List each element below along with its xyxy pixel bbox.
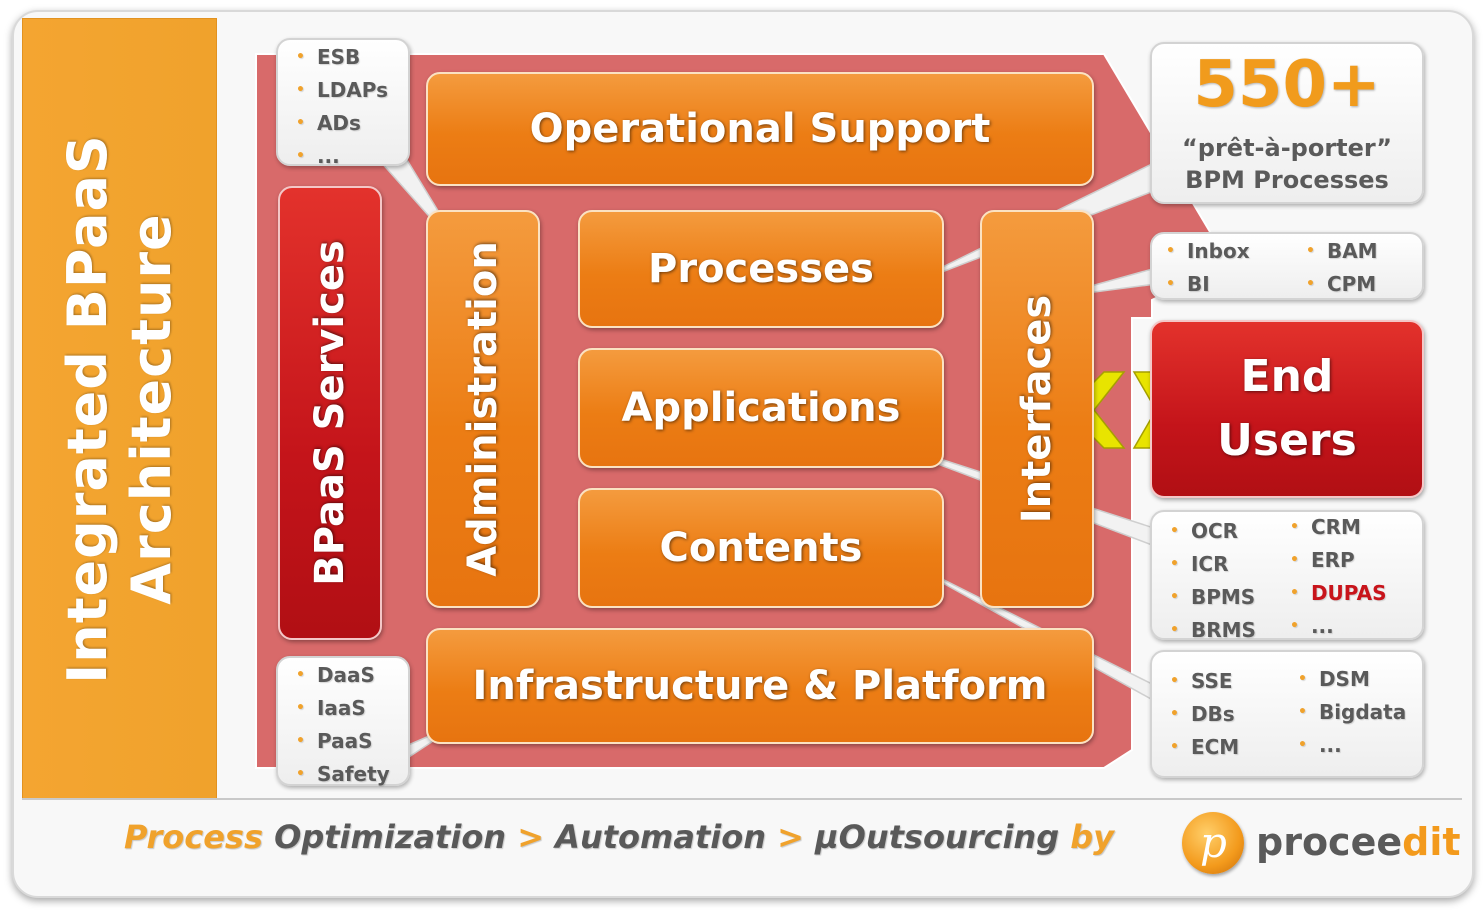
list-item: IaaS bbox=[296, 693, 390, 726]
applications-callout: OCR ICR BPMS BRMS CRM ERP DUPAS ... bbox=[1150, 510, 1424, 642]
logo-glyph: p bbox=[1200, 818, 1227, 867]
list-item: DUPAS bbox=[1290, 578, 1387, 611]
list-item: LDAPs bbox=[296, 75, 388, 108]
list-item: BRMS bbox=[1170, 615, 1256, 648]
list-item: ... bbox=[1298, 730, 1406, 763]
footer-word-by: by bbox=[1070, 818, 1115, 856]
list-item: PaaS bbox=[296, 726, 390, 759]
list-item: ECM bbox=[1170, 732, 1239, 765]
proceedit-logo-text: proceedit bbox=[1256, 820, 1461, 864]
operational-support-label: Operational Support bbox=[529, 106, 991, 152]
list-item: OCR bbox=[1170, 516, 1256, 549]
list-item: SSE bbox=[1170, 666, 1239, 699]
operational-support-block: Operational Support bbox=[426, 72, 1094, 186]
applications-block: Applications bbox=[578, 348, 944, 468]
list-item: BPMS bbox=[1170, 582, 1256, 615]
end-users-label-line1: End bbox=[1240, 351, 1334, 402]
list-item: ADs bbox=[296, 108, 388, 141]
footer-separator: > bbox=[517, 818, 545, 856]
list-item: DaaS bbox=[296, 660, 390, 693]
infra-callout: DaaS IaaS PaaS Safety bbox=[276, 656, 410, 786]
footer-word-outsourcing: µOutsourcing bbox=[815, 818, 1060, 856]
process-count: 550+ bbox=[1193, 48, 1381, 122]
infrastructure-label: Infrastructure & Platform bbox=[472, 663, 1048, 709]
interfaces-block: Interfaces bbox=[980, 210, 1094, 608]
administration-label: Administration bbox=[460, 241, 507, 577]
bpaas-services-block: BPaaS Services bbox=[278, 186, 382, 640]
interfaces-callout: Inbox BI BAM CPM bbox=[1150, 232, 1424, 300]
list-item: CRM bbox=[1290, 512, 1387, 545]
logo-text-main: procee bbox=[1256, 820, 1403, 864]
processes-block: Processes bbox=[578, 210, 944, 328]
list-item: DBs bbox=[1170, 699, 1239, 732]
applications-label: Applications bbox=[621, 385, 901, 431]
bpaas-services-label: BPaaS Services bbox=[307, 240, 354, 586]
list-item: Safety bbox=[296, 759, 390, 792]
list-item: ERP bbox=[1290, 545, 1387, 578]
footer-word-automation: Automation bbox=[555, 818, 766, 856]
logo-text-accent: dit bbox=[1402, 820, 1461, 864]
process-subtitle-1: “prêt-à-porter” bbox=[1182, 134, 1392, 162]
list-item: ... bbox=[296, 141, 388, 174]
process-subtitle-2: BPM Processes bbox=[1185, 166, 1389, 194]
list-item: DSM bbox=[1298, 664, 1406, 697]
list-item: ... bbox=[1290, 611, 1387, 644]
processes-callout: 550+ “prêt-à-porter” BPM Processes bbox=[1150, 42, 1424, 204]
footer-divider bbox=[22, 798, 1462, 800]
contents-block: Contents bbox=[578, 488, 944, 608]
infrastructure-block: Infrastructure & Platform bbox=[426, 628, 1094, 744]
footer-separator: > bbox=[777, 818, 804, 856]
footer-word-optimization: Optimization bbox=[274, 818, 507, 856]
list-item: BI bbox=[1166, 269, 1250, 302]
list-item: Inbox bbox=[1166, 236, 1250, 269]
title-bar: Integrated BPaaS Architecture bbox=[22, 18, 217, 800]
list-item: Bigdata bbox=[1298, 697, 1406, 730]
footer-word-process: Process bbox=[124, 818, 263, 856]
proceedit-logo-icon: p bbox=[1182, 812, 1244, 874]
contents-label: Contents bbox=[659, 525, 863, 571]
list-item: ESB bbox=[296, 42, 388, 75]
admin-callout: ESB LDAPs ADs ... bbox=[276, 38, 410, 168]
footer-tagline: Process Optimization > Automation > µOut… bbox=[124, 818, 1114, 856]
contents-callout: SSE DBs ECM DSM Bigdata ... bbox=[1150, 650, 1424, 778]
list-item: BAM bbox=[1306, 236, 1378, 269]
processes-label: Processes bbox=[648, 246, 874, 292]
end-users-block: End Users bbox=[1150, 320, 1424, 498]
list-item: CPM bbox=[1306, 269, 1378, 302]
list-item: ICR bbox=[1170, 549, 1256, 582]
administration-block: Administration bbox=[426, 210, 540, 608]
end-users-label-line2: Users bbox=[1217, 415, 1357, 466]
interfaces-label: Interfaces bbox=[1014, 294, 1061, 524]
